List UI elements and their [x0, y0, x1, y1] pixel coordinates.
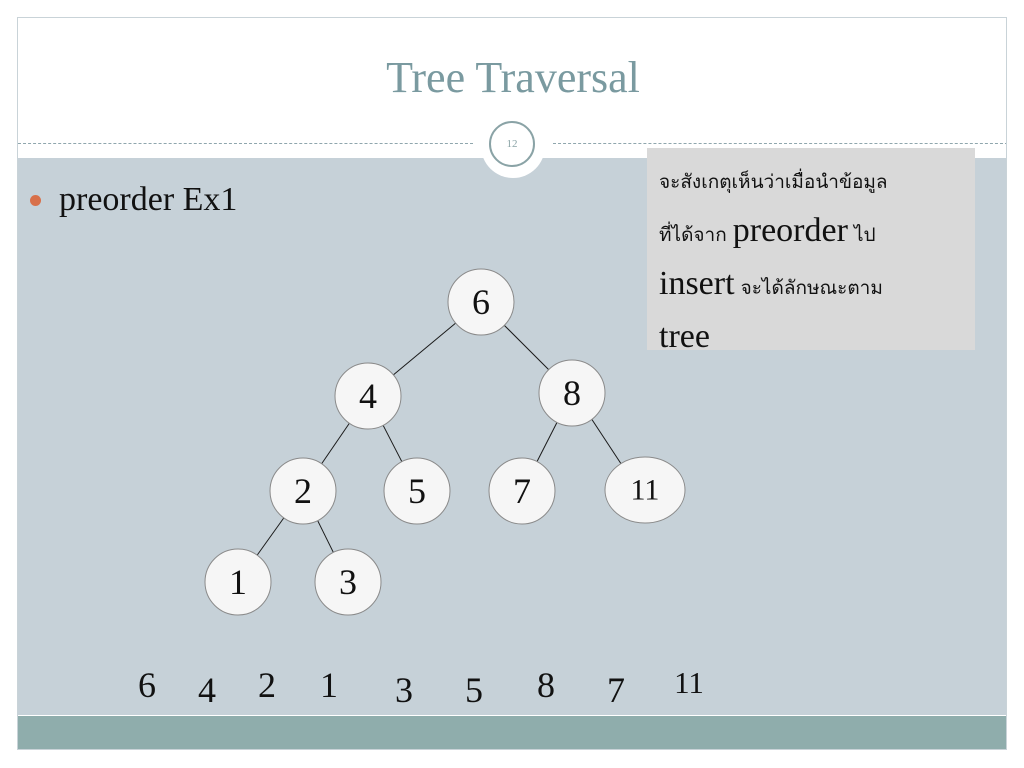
bullet-item: preorder Ex1	[30, 183, 237, 217]
tree-node-2: 2	[269, 457, 337, 525]
tree-node-5: 5	[383, 457, 451, 525]
title-divider-left	[18, 143, 473, 144]
sequence-item: 11	[674, 665, 704, 700]
sequence-item: 2	[258, 665, 276, 705]
note-keyword-tree: tree	[659, 318, 710, 355]
bullet-dot-icon	[30, 194, 41, 206]
note-keyword-preorder: preorder	[732, 212, 848, 249]
sequence-item: 6	[138, 665, 156, 705]
tree-node-4: 4	[334, 362, 402, 430]
note-text: จะสังเกตุเห็นว่าเมื่อนำข้อมูล	[659, 171, 888, 193]
tree-node-circle	[334, 362, 402, 430]
tree-node-8: 8	[538, 359, 606, 427]
sequence-item: 5	[465, 670, 483, 710]
sequence-item: 4	[198, 670, 216, 710]
page-number: 12	[489, 121, 535, 167]
tree-node-7: 7	[488, 457, 556, 525]
tree-node-1: 1	[204, 548, 272, 616]
bullet-text: preorder Ex1	[59, 181, 238, 218]
tree-node-label: 5	[408, 471, 426, 511]
sequence-item: 7	[607, 670, 625, 710]
tree-node-circle	[488, 457, 556, 525]
tree-node-circle	[604, 456, 686, 524]
tree-node-circle	[538, 359, 606, 427]
tree-node-label: 1	[229, 562, 247, 602]
note-text: ที่ได้จาก	[659, 224, 733, 246]
tree-node-6: 6	[447, 268, 515, 336]
title-divider-right	[553, 143, 1006, 144]
note-text: ไป	[847, 224, 876, 246]
tree-node-circle	[314, 548, 382, 616]
tree-edge-n2-n3	[317, 520, 334, 553]
tree-node-label: 8	[563, 373, 581, 413]
note-line-3: insert จะได้ลักษณะตาม	[659, 260, 963, 313]
tree-node-circle	[204, 548, 272, 616]
note-keyword-insert: insert	[659, 265, 735, 302]
tree-node-label: 11	[631, 474, 660, 507]
tree-edge-n8-n11	[591, 419, 622, 464]
note-box: จะสังเกตุเห็นว่าเมื่อนำข้อมูล ที่ได้จาก …	[647, 148, 975, 355]
tree-node-label: 6	[472, 282, 490, 322]
slide-title: Tree Traversal	[386, 53, 640, 102]
tree-node-label: 2	[294, 471, 312, 511]
tree-edge-n6-n8	[503, 324, 550, 371]
note-line-2: ที่ได้จาก preorder ไป	[659, 207, 963, 260]
footer-band	[18, 716, 1006, 749]
tree-edges	[256, 322, 622, 556]
note-line-1: จะสังเกตุเห็นว่าเมื่อนำข้อมูล	[659, 158, 963, 207]
tree-node-label: 7	[513, 471, 531, 511]
sequence-item: 1	[320, 665, 338, 705]
tree-node-circle	[269, 457, 337, 525]
note-text: จะได้ลักษณะตาม	[734, 277, 883, 299]
tree-edge-n2-n1	[256, 517, 285, 556]
tree-node-circle	[447, 268, 515, 336]
tree-node-label: 3	[339, 562, 357, 602]
note-line-4: tree	[659, 313, 963, 366]
tree-node-3: 3	[314, 548, 382, 616]
tree-edge-n4-n2	[321, 422, 350, 465]
tree-node-circle	[383, 457, 451, 525]
tree-edge-n8-n7	[536, 422, 558, 462]
sequence-item: 8	[537, 665, 555, 705]
tree-edge-n6-n4	[393, 322, 456, 376]
sequence-item: 3	[395, 670, 413, 710]
tree-node-11: 11	[604, 456, 686, 524]
tree-node-label: 4	[359, 376, 377, 416]
tree-edge-n4-n5	[382, 425, 403, 462]
